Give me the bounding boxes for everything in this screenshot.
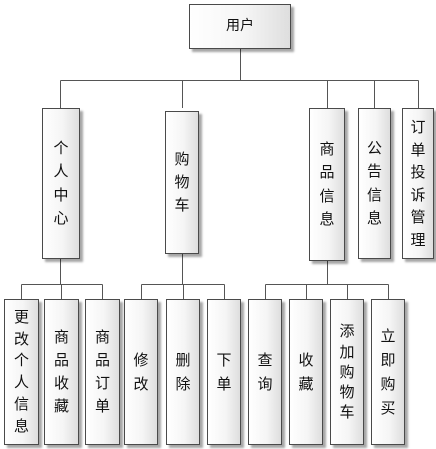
node-personal-center: 个人中心 bbox=[42, 108, 80, 259]
node-goods-info: 商品信息 bbox=[309, 108, 345, 261]
node-notice-info: 公告信息 bbox=[358, 108, 391, 259]
root-node: 用户 bbox=[189, 4, 291, 49]
node-label: 立即购买 bbox=[380, 327, 396, 417]
node-label: 修改 bbox=[133, 351, 149, 393]
root-label: 用户 bbox=[226, 17, 254, 34]
node-cart-checkout: 下单 bbox=[207, 299, 241, 445]
node-edit-profile: 更改个人信息 bbox=[4, 299, 39, 445]
node-shopping-cart: 购物车 bbox=[165, 111, 199, 254]
node-buy-now: 立即购买 bbox=[371, 299, 405, 445]
node-label: 商品信息 bbox=[319, 140, 335, 228]
node-label: 查询 bbox=[257, 351, 273, 393]
node-goods-search: 查询 bbox=[248, 299, 282, 445]
node-label: 个人中心 bbox=[53, 139, 69, 227]
node-cart-delete: 删除 bbox=[166, 299, 200, 445]
node-label: 添加购物车 bbox=[339, 322, 355, 422]
node-add-to-cart: 添加购物车 bbox=[330, 299, 364, 445]
node-label: 购物车 bbox=[174, 149, 190, 215]
node-label: 下单 bbox=[216, 351, 232, 393]
node-order-complaint: 订单投诉管理 bbox=[402, 108, 434, 259]
node-label: 商品订单 bbox=[95, 327, 111, 416]
node-goods-favorite: 收藏 bbox=[289, 299, 323, 445]
node-label: 删除 bbox=[175, 351, 191, 393]
node-goods-favorites: 商品收藏 bbox=[44, 299, 79, 445]
node-label: 收藏 bbox=[298, 351, 314, 393]
node-goods-orders: 商品订单 bbox=[85, 299, 120, 445]
node-label: 订单投诉管理 bbox=[410, 118, 426, 249]
node-cart-modify: 修改 bbox=[124, 299, 158, 445]
node-label: 公告信息 bbox=[367, 139, 383, 227]
node-label: 更改个人信息 bbox=[14, 307, 30, 435]
node-label: 商品收藏 bbox=[54, 327, 70, 416]
